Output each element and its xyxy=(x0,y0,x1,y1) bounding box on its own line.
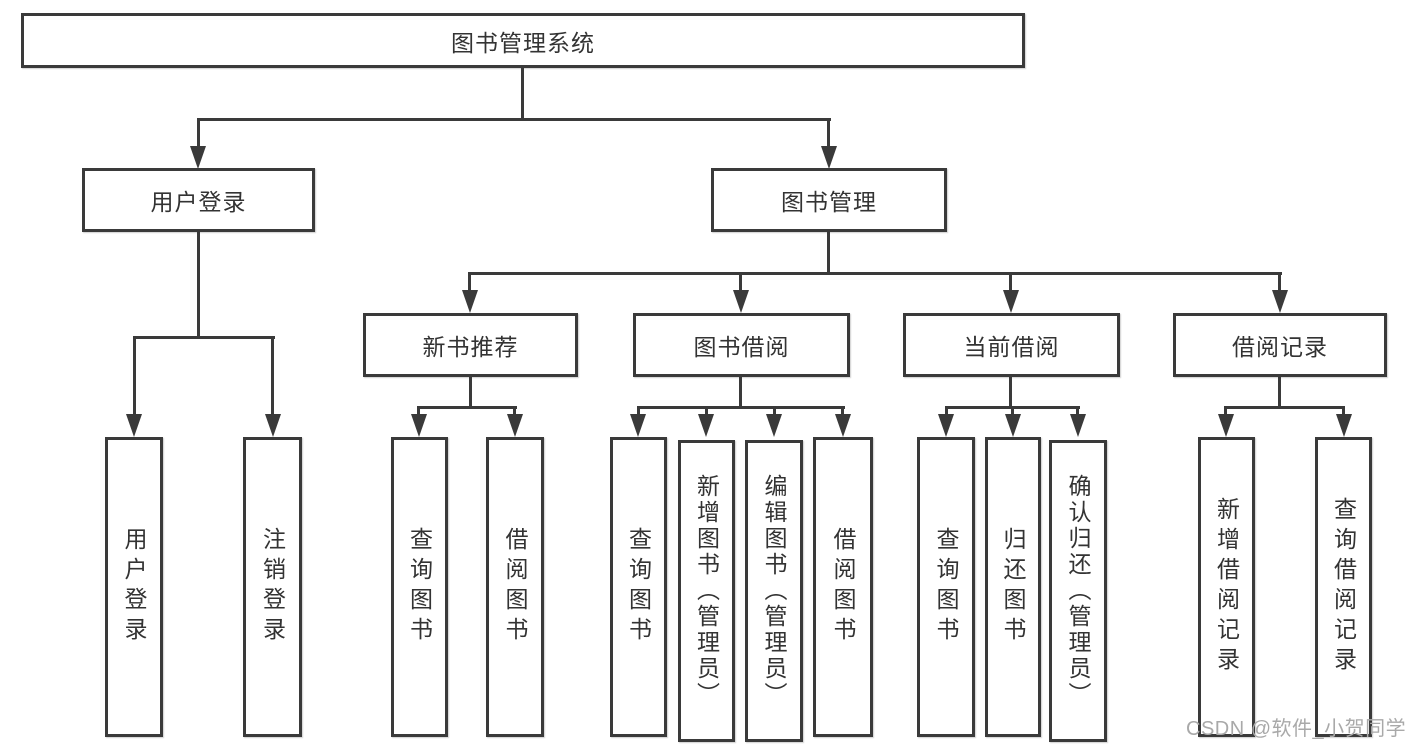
leaf-add-borrow-record: 新增借阅记录 xyxy=(1198,437,1255,737)
node-borrowing-records: 借阅记录 xyxy=(1173,313,1387,377)
connector-stub xyxy=(513,406,516,416)
connector-horizontal xyxy=(637,406,845,409)
connector-stub xyxy=(1278,272,1281,292)
connector-stub xyxy=(827,118,830,148)
connector-user-login-horizontal xyxy=(133,336,275,339)
node-book-borrowing: 图书借阅 xyxy=(633,313,850,377)
connector-stub xyxy=(271,336,274,416)
connector-stem xyxy=(469,377,472,406)
leaf-return-books: 归还图书 xyxy=(985,437,1041,737)
arrowhead-down-icon xyxy=(1272,290,1288,313)
arrowhead-down-icon xyxy=(766,414,782,437)
connector-stub xyxy=(1076,406,1079,416)
leaf-query-borrow-record: 查询借阅记录 xyxy=(1315,437,1372,737)
connector-book-mgmt-stem xyxy=(827,232,830,272)
leaf-logout: 注销登录 xyxy=(243,437,302,737)
connector-stub xyxy=(637,406,640,416)
arrowhead-down-icon xyxy=(630,414,646,437)
leaf-borrow-books: 借阅图书 xyxy=(813,437,873,737)
arrowhead-down-icon xyxy=(126,414,142,437)
connector-book-mgmt-horizontal xyxy=(469,272,1282,275)
arrowhead-down-icon xyxy=(507,414,523,437)
node-book-management: 图书管理 xyxy=(711,168,947,232)
arrowhead-down-icon xyxy=(1003,290,1019,313)
arrowhead-down-icon xyxy=(1336,414,1352,437)
leaf-user-login: 用户登录 xyxy=(105,437,163,737)
arrowhead-down-icon xyxy=(411,414,427,437)
connector-stub xyxy=(468,272,471,292)
connector-stub xyxy=(197,118,200,148)
arrowhead-down-icon xyxy=(698,414,714,437)
connector-root-stem xyxy=(521,68,524,118)
node-new-book-recommend: 新书推荐 xyxy=(363,313,578,377)
connector-stem xyxy=(1009,377,1012,406)
arrowhead-down-icon xyxy=(821,146,837,169)
arrowhead-down-icon xyxy=(733,290,749,313)
arrowhead-down-icon xyxy=(835,414,851,437)
arrowhead-down-icon xyxy=(1218,414,1234,437)
leaf-edit-books-admin: 编辑图书（管理员） xyxy=(745,440,803,742)
connector-user-login-stem xyxy=(197,232,200,336)
leaf-query-books-current: 查询图书 xyxy=(917,437,975,737)
arrowhead-down-icon xyxy=(1070,414,1086,437)
leaf-query-books-borrowing: 查询图书 xyxy=(610,437,667,737)
node-user-login: 用户登录 xyxy=(82,168,315,232)
connector-horizontal xyxy=(417,406,517,409)
node-library-management-system: 图书管理系统 xyxy=(21,13,1025,68)
connector-stem xyxy=(739,377,742,406)
arrowhead-down-icon xyxy=(938,414,954,437)
connector-stub xyxy=(1009,272,1012,292)
arrowhead-down-icon xyxy=(1005,414,1021,437)
arrowhead-down-icon xyxy=(265,414,281,437)
connector-stub xyxy=(705,406,708,416)
arrowhead-down-icon xyxy=(190,146,206,169)
connector-stub xyxy=(1011,406,1014,416)
connector-stub xyxy=(133,336,136,416)
leaf-query-books-recommend: 查询图书 xyxy=(391,437,448,737)
connector-stub xyxy=(773,406,776,416)
node-current-borrowing: 当前借阅 xyxy=(903,313,1120,377)
connector-stub xyxy=(739,272,742,292)
leaf-borrow-books-recommend: 借阅图书 xyxy=(486,437,544,737)
connector-stub xyxy=(1342,406,1345,416)
connector-stub xyxy=(417,406,420,416)
connector-stem xyxy=(1278,377,1281,406)
connector-root-horizontal xyxy=(197,118,831,121)
csdn-watermark: CSDN @软件_小贺同学 xyxy=(1186,718,1405,740)
leaf-confirm-return-admin: 确认归还（管理员） xyxy=(1049,440,1107,742)
arrowhead-down-icon xyxy=(462,290,478,313)
connector-stub xyxy=(1224,406,1227,416)
connector-horizontal xyxy=(1224,406,1345,409)
connector-stub xyxy=(841,406,844,416)
connector-stub xyxy=(945,406,948,416)
leaf-add-books-admin: 新增图书（管理员） xyxy=(678,440,735,742)
